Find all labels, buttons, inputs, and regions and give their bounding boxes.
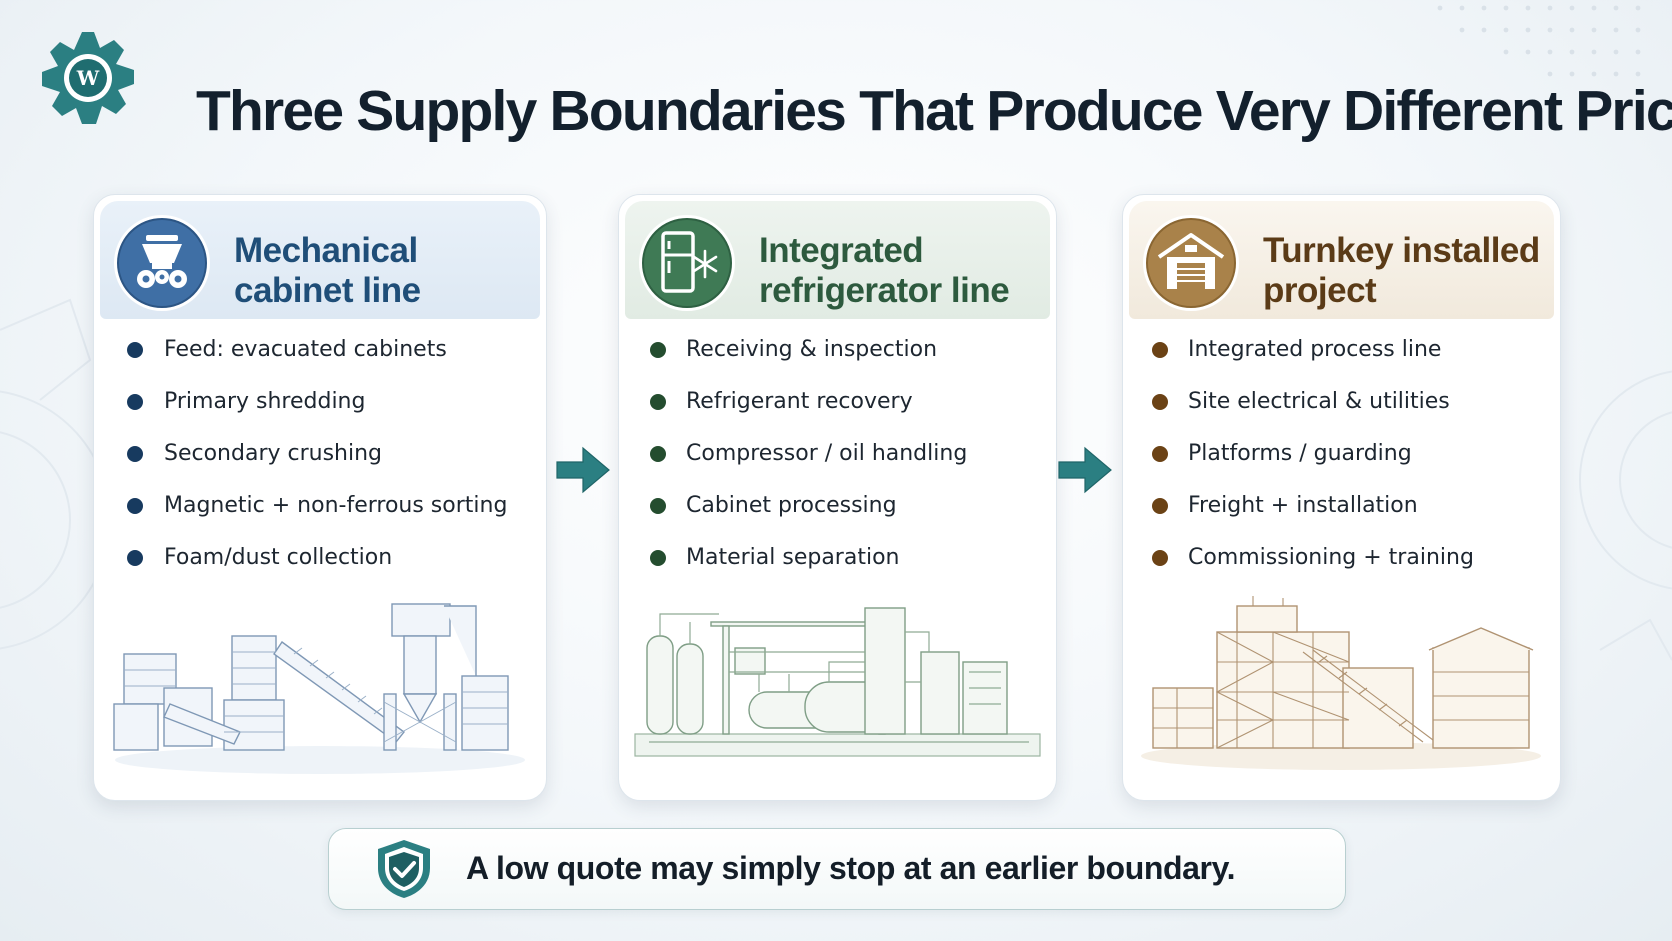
refrigerator-line-illustration (634, 607, 1041, 757)
svg-text:W: W (76, 66, 100, 90)
callout-banner: A low quote may simply stop at an earlie… (328, 828, 1346, 910)
bullet-dot-icon (1152, 498, 1168, 514)
list-item: Integrated process line (1123, 338, 1474, 390)
bullet-dot-icon (127, 498, 143, 514)
bullet-dot-icon (1152, 394, 1168, 410)
bullet-list: Receiving & inspection Refrigerant recov… (619, 338, 967, 598)
card-title: Mechanical cabinet line (234, 231, 421, 310)
shredder-gears-icon (114, 215, 210, 311)
card-title: Integrated refrigerator line (759, 231, 1010, 310)
bullet-dot-icon (650, 394, 666, 410)
shield-check-icon (378, 840, 430, 898)
card-mechanical-cabinet-line: Mechanical cabinet line Feed: evacuated … (93, 194, 547, 801)
list-item: Foam/dust collection (94, 546, 507, 598)
card-header: Turnkey installed project (1129, 201, 1554, 319)
list-item: Freight + installation (1123, 494, 1474, 546)
list-item: Magnetic + non-ferrous sorting (94, 494, 507, 546)
shredding-line-illustration (113, 603, 525, 774)
bullet-list: Feed: evacuated cabinets Primary shreddi… (94, 338, 507, 598)
page-title: Three Supply Boundaries That Produce Ver… (196, 79, 1672, 143)
bullet-dot-icon (1152, 446, 1168, 462)
list-item: Secondary crushing (94, 442, 507, 494)
list-item: Refrigerant recovery (619, 390, 967, 442)
bullet-dot-icon (127, 550, 143, 566)
arrow-right-icon (556, 446, 610, 494)
arrow-right-icon (1058, 446, 1112, 494)
bullet-dot-icon (127, 342, 143, 358)
list-item: Receiving & inspection (619, 338, 967, 390)
turnkey-plant-illustration (1141, 596, 1541, 770)
bullet-list: Integrated process line Site electrical … (1123, 338, 1474, 598)
list-item: Compressor / oil handling (619, 442, 967, 494)
bullet-dot-icon (650, 342, 666, 358)
list-item: Site electrical & utilities (1123, 390, 1474, 442)
list-item: Platforms / guarding (1123, 442, 1474, 494)
list-item: Feed: evacuated cabinets (94, 338, 507, 390)
list-item: Material separation (619, 546, 967, 598)
card-title: Turnkey installed project (1263, 231, 1540, 310)
list-item: Cabinet processing (619, 494, 967, 546)
callout-text: A low quote may simply stop at an earlie… (466, 850, 1236, 886)
card-turnkey-installed-project: Turnkey installed project Integrated pro… (1122, 194, 1561, 801)
card-header: Integrated refrigerator line (625, 201, 1050, 319)
bullet-dot-icon (127, 446, 143, 462)
bullet-dot-icon (650, 550, 666, 566)
bullet-dot-icon (1152, 550, 1168, 566)
list-item: Primary shredding (94, 390, 507, 442)
card-header: Mechanical cabinet line (100, 201, 540, 319)
bullet-dot-icon (650, 446, 666, 462)
list-item: Commissioning + training (1123, 546, 1474, 598)
bullet-dot-icon (127, 394, 143, 410)
refrigerator-snowflake-icon (639, 215, 735, 311)
card-integrated-refrigerator-line: Integrated refrigerator line Receiving &… (618, 194, 1057, 801)
warehouse-icon (1143, 215, 1239, 311)
gear-logo-icon: W (42, 32, 134, 124)
bullet-dot-icon (650, 498, 666, 514)
bullet-dot-icon (1152, 342, 1168, 358)
